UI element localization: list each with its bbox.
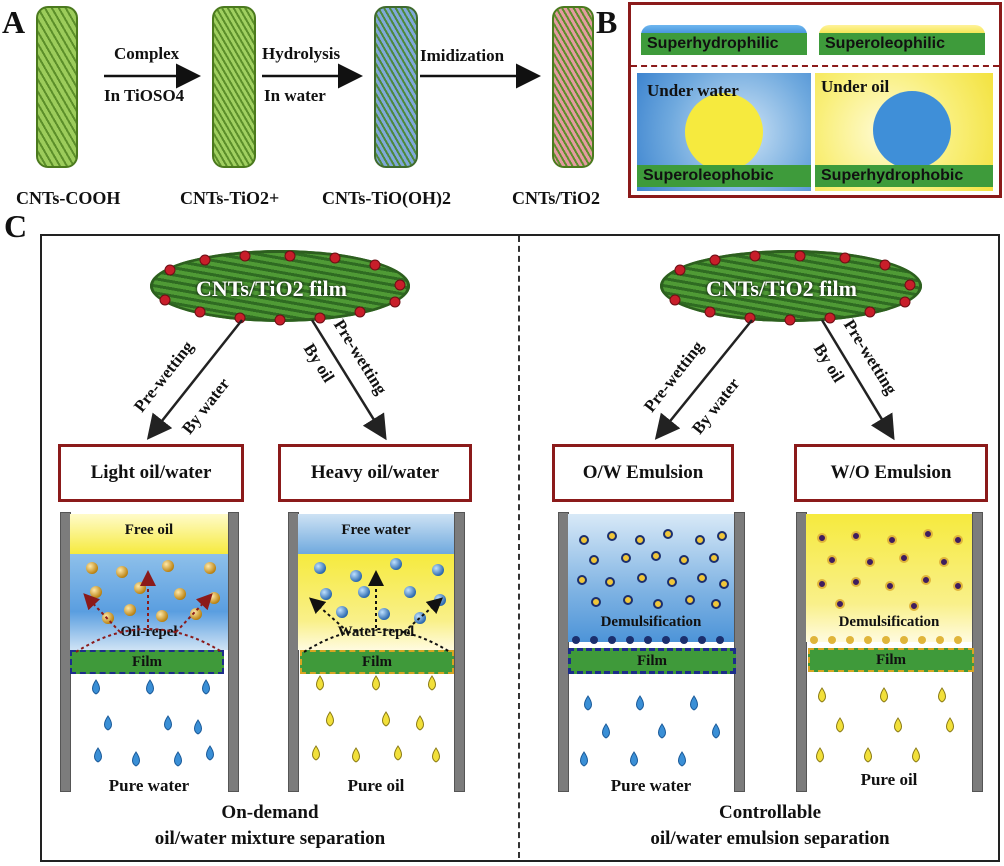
col2-free-water (298, 514, 454, 554)
box-ow-emulsion: O/W Emulsion (552, 444, 734, 502)
panel-c-divider (518, 236, 520, 858)
film-label-right: CNTs/TiO2 film (706, 276, 857, 301)
col2-left-wall (288, 512, 299, 792)
col2-water-repel: Water-repel (337, 624, 415, 640)
water-droplet (873, 91, 951, 169)
col2-free-water-label: Free water (341, 522, 411, 538)
panel-b-divider (631, 65, 999, 67)
tube-label-tio: CNTs-TiO2+ (180, 188, 280, 208)
panel-c-letter: C (4, 208, 28, 244)
caption-left-line1: On-demand (221, 802, 319, 823)
box-wo-emulsion: W/O Emulsion (794, 444, 988, 502)
tube-label-tioh: CNTs-TiO(OH)2 (322, 188, 452, 208)
col1-oil-repel: Oil-repel (120, 624, 178, 640)
cnt-tio-tube (212, 6, 256, 168)
arrow-ow-emulsion (654, 319, 753, 440)
col4-emulsion (806, 514, 972, 642)
under-water-label: Under water (647, 81, 739, 100)
tube-label-tio2: CNTs/TiO2 (512, 188, 601, 208)
superhydrophilic-bar: Superhydrophilic (641, 33, 807, 55)
col2-pure-oil: Pure oil (347, 776, 405, 795)
step-1-bottom: In TiOSO4 (104, 86, 185, 105)
panel-a-letter: A (2, 4, 26, 40)
step-2-top: Hydrolysis (262, 44, 341, 63)
col1-free-oil-label: Free oil (124, 522, 174, 538)
col1-pure-water: Pure water (108, 776, 190, 795)
col1-film: Film (70, 650, 224, 674)
arrow-light-oil (146, 319, 243, 440)
col1-right-wall (228, 512, 239, 792)
caption-right-line2: oil/water emulsion separation (650, 828, 890, 849)
col3-pure-water: Pure water (610, 776, 692, 795)
superhydrophobic-bar: Superhydrophobic (815, 165, 993, 187)
step-1-top: Complex (114, 44, 180, 63)
box-heavy-oil-water: Heavy oil/water (278, 444, 472, 502)
superoleophilic-bar: Superoleophilic (819, 33, 985, 55)
arrow-wo-emulsion (820, 319, 895, 441)
film-disc-left (150, 250, 410, 322)
col4-demulsification: Demulsification (838, 614, 940, 630)
caption-left-line2: oil/water mixture separation (154, 828, 386, 849)
water-film (641, 25, 807, 35)
under-oil-label: Under oil (821, 77, 890, 96)
cnt-tioh-tube (374, 6, 418, 168)
caption-right-line1: Controllable (718, 802, 822, 823)
col3-demulsification: Demulsification (600, 614, 702, 630)
panel-b-letter: B (596, 4, 618, 40)
col3-film: Film (568, 648, 736, 674)
oil-film (819, 25, 985, 35)
panel-a-arrows (104, 63, 541, 89)
cnt-tio2-tube (552, 6, 594, 168)
box-light-oil-water: Light oil/water (58, 444, 244, 502)
tube-label-cooh: CNTs-COOH (16, 188, 121, 208)
panel-b-frame: Superhydrophilic Superoleophilic Under w… (628, 2, 1002, 198)
step-2-bottom: In water (264, 86, 326, 105)
panel-c-frame (40, 234, 1000, 862)
step-3-top: Imidization (420, 46, 505, 65)
cnt-cooh-tube (36, 6, 78, 168)
col4-left-wall (796, 512, 807, 792)
col2-right-wall (454, 512, 465, 792)
film-label-left: CNTs/TiO2 film (196, 276, 347, 301)
col1-free-oil (70, 514, 228, 554)
superoleophobic-bar: Superoleophobic (637, 165, 811, 187)
film-disc-right (660, 250, 922, 322)
col2-film: Film (300, 650, 454, 674)
col4-film: Film (808, 648, 974, 672)
oil-droplet (685, 93, 763, 171)
col4-pure-oil: Pure oil (860, 770, 918, 789)
arrow-heavy-oil (310, 319, 387, 441)
